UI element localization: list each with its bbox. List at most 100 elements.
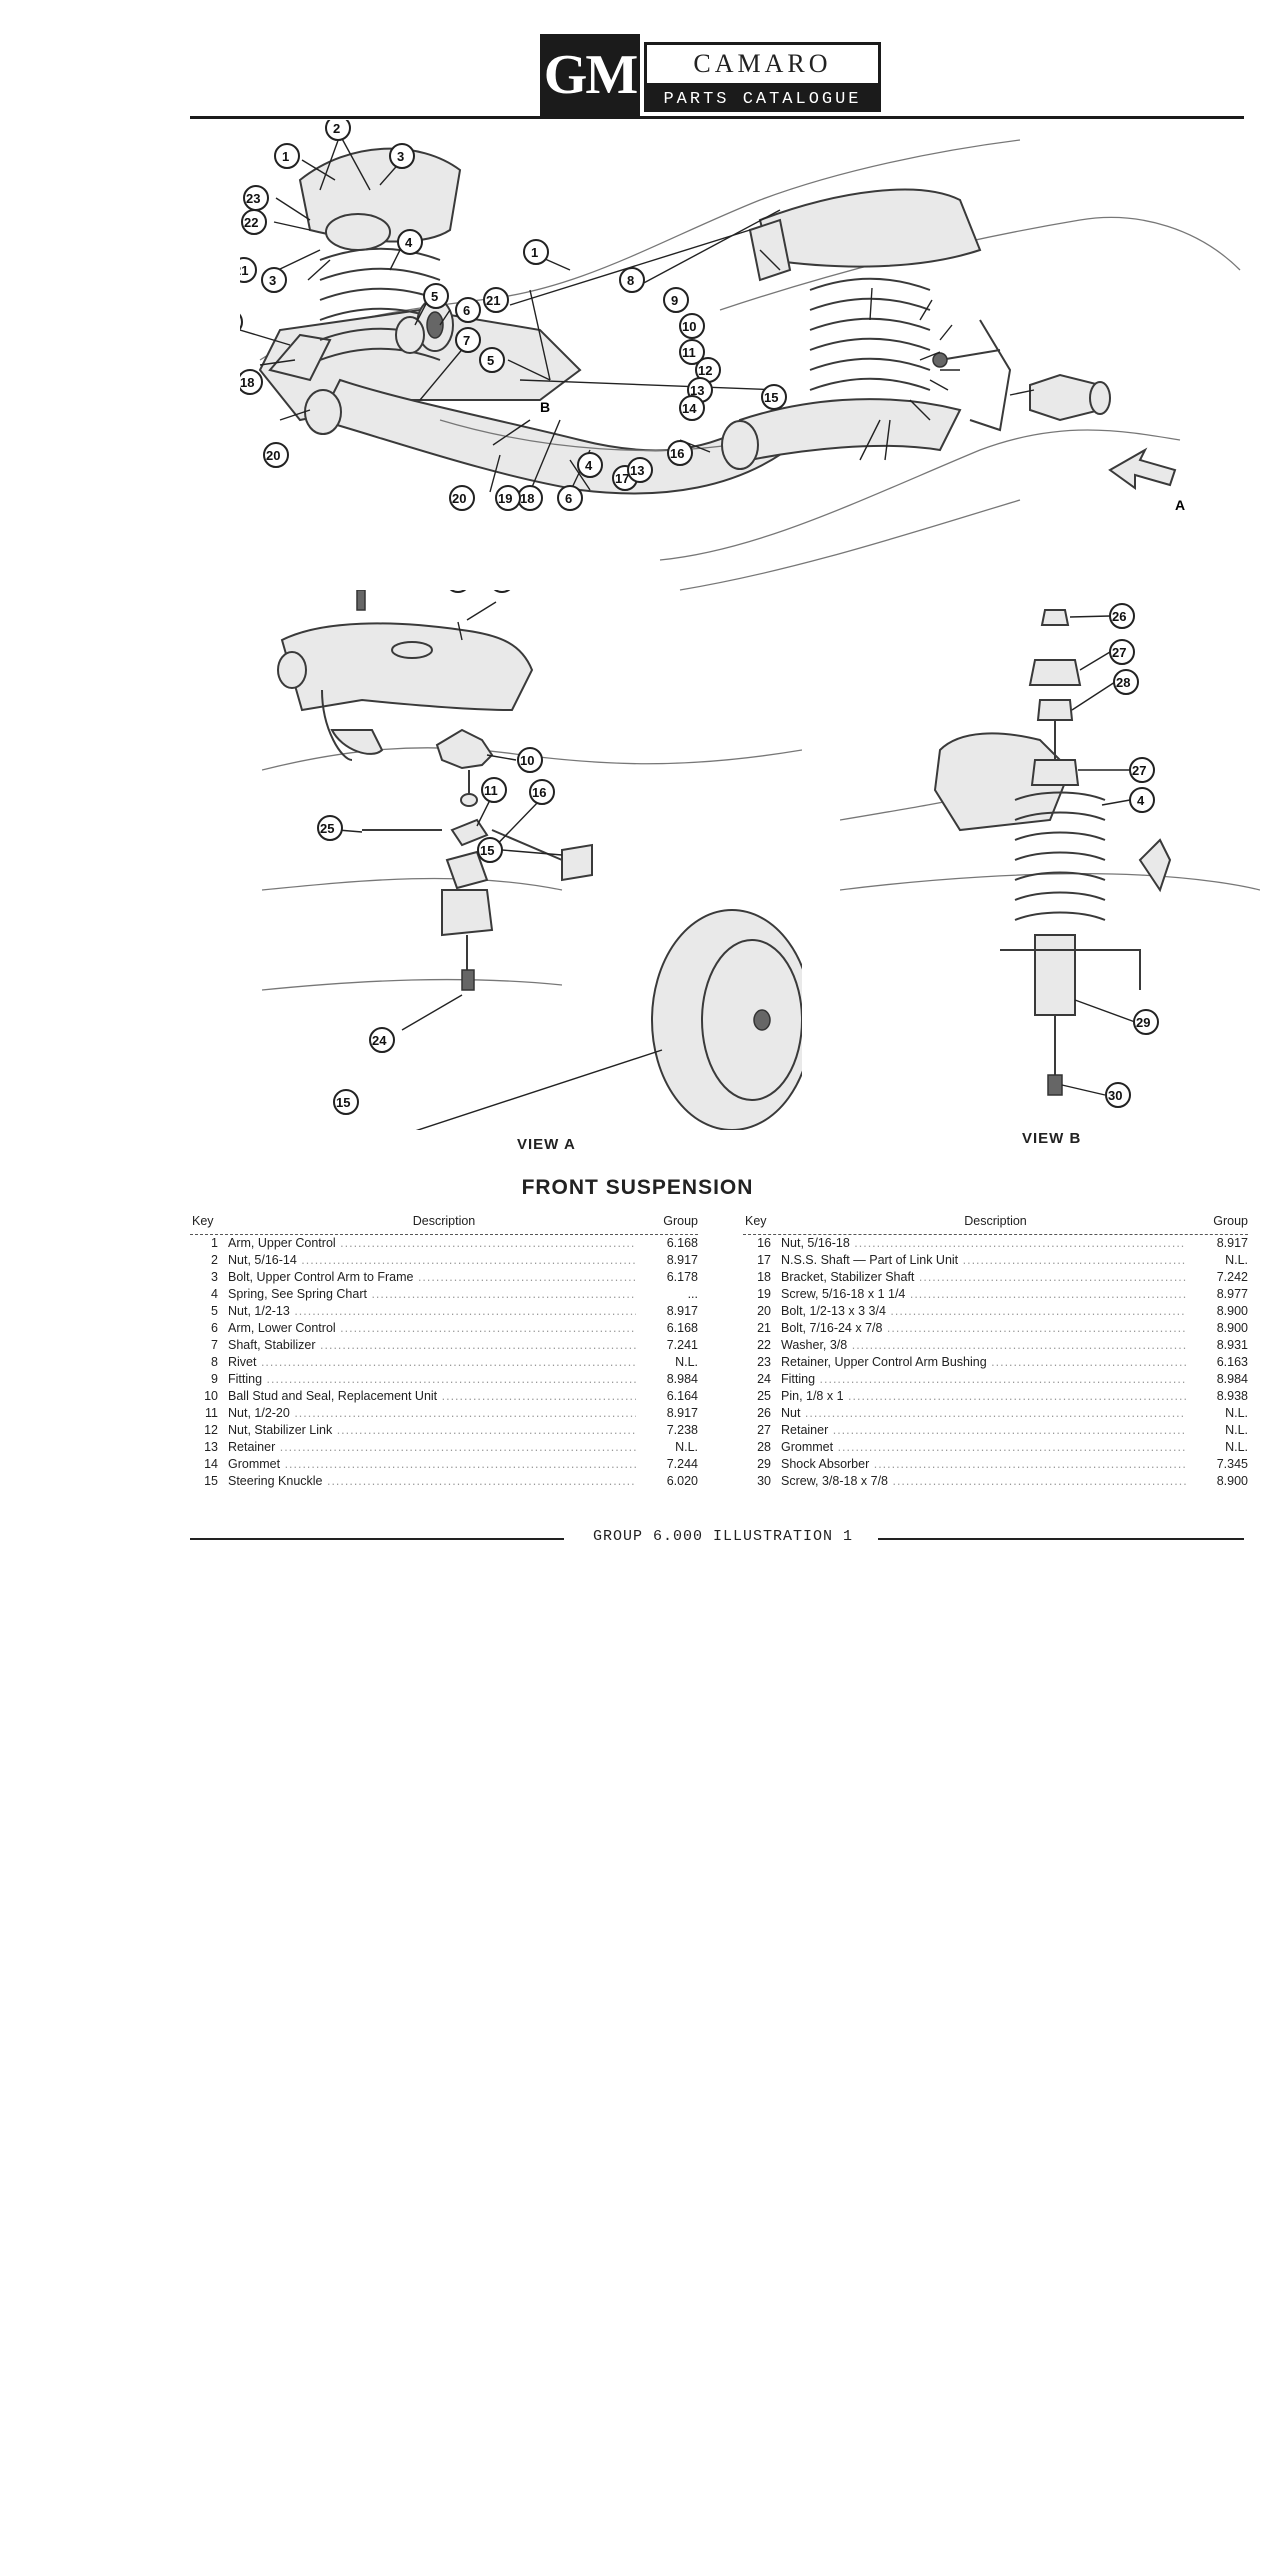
- table-row: 13RetainerN.L.: [190, 1439, 698, 1456]
- model-name: CAMARO: [644, 42, 881, 86]
- part-key: 23: [757, 1355, 771, 1369]
- part-description: Fitting: [781, 1371, 1186, 1388]
- part-description: Steering Knuckle: [228, 1473, 636, 1490]
- part-key: 5: [211, 1304, 218, 1318]
- table-row: 14Grommet7.244: [190, 1456, 698, 1473]
- part-group: 6.178: [666, 1270, 698, 1284]
- part-key: 27: [757, 1423, 771, 1437]
- description-header: Description: [412, 1214, 476, 1228]
- part-key: 10: [204, 1389, 218, 1403]
- svg-text:4: 4: [585, 458, 593, 473]
- part-key: 18: [757, 1270, 771, 1284]
- part-description: Retainer, Upper Control Arm Bushing: [781, 1354, 1186, 1371]
- svg-text:4: 4: [405, 235, 413, 250]
- svg-text:9: 9: [671, 293, 678, 308]
- view-a-illustration: 1 24 10 11 16 25 15 24 15: [262, 590, 802, 1130]
- svg-text:11: 11: [682, 345, 696, 360]
- svg-text:3: 3: [397, 149, 404, 164]
- part-description: Grommet: [228, 1456, 636, 1473]
- svg-text:23: 23: [246, 191, 260, 206]
- part-group: 8.938: [1216, 1389, 1248, 1403]
- svg-text:20: 20: [452, 491, 466, 506]
- part-key: 7: [211, 1338, 218, 1352]
- svg-text:13: 13: [690, 383, 704, 398]
- table-row: 24Fitting8.984: [743, 1371, 1248, 1388]
- part-group: 8.917: [666, 1304, 698, 1318]
- part-group: 8.917: [1216, 1236, 1248, 1250]
- svg-text:29: 29: [1136, 1015, 1150, 1030]
- part-description: Nut, 1/2-20: [228, 1405, 636, 1422]
- svg-text:3: 3: [269, 273, 276, 288]
- part-key: 2: [211, 1253, 218, 1267]
- part-group: ...: [687, 1287, 698, 1301]
- part-key: 24: [757, 1372, 771, 1386]
- part-description: Bracket, Stabilizer Shaft: [781, 1269, 1186, 1286]
- part-description: Arm, Lower Control: [228, 1320, 636, 1337]
- part-description: Fitting: [228, 1371, 636, 1388]
- svg-text:10: 10: [682, 319, 696, 334]
- svg-text:21: 21: [240, 263, 248, 278]
- part-key: 30: [757, 1474, 771, 1488]
- part-group: 7.345: [1216, 1457, 1248, 1471]
- svg-text:26: 26: [1112, 609, 1126, 624]
- table-row: 28GrommetN.L.: [743, 1439, 1248, 1456]
- svg-text:20: 20: [266, 448, 280, 463]
- part-key: 17: [757, 1253, 771, 1267]
- svg-text:6: 6: [565, 491, 572, 506]
- svg-text:5: 5: [431, 289, 438, 304]
- part-group: 8.900: [1216, 1474, 1248, 1488]
- part-description: Arm, Upper Control: [228, 1235, 636, 1252]
- footer-rule-left: [190, 1538, 564, 1540]
- arrow-label-b: B: [540, 399, 550, 415]
- part-group: 7.238: [666, 1423, 698, 1437]
- part-key: 29: [757, 1457, 771, 1471]
- svg-text:25: 25: [320, 821, 334, 836]
- part-key: 19: [757, 1287, 771, 1301]
- svg-text:18: 18: [240, 375, 254, 390]
- svg-text:15: 15: [480, 843, 494, 858]
- part-group: 8.977: [1216, 1287, 1248, 1301]
- svg-text:2: 2: [333, 121, 340, 136]
- part-group: 8.900: [1216, 1321, 1248, 1335]
- part-description: Nut, Stabilizer Link: [228, 1422, 636, 1439]
- svg-text:19: 19: [498, 491, 512, 506]
- part-key: 1: [211, 1236, 218, 1250]
- title-box: CAMARO PARTS CATALOGUE: [644, 34, 885, 116]
- part-description: Shock Absorber: [781, 1456, 1186, 1473]
- table-row: 8RivetN.L.: [190, 1354, 698, 1371]
- part-key: 4: [211, 1287, 218, 1301]
- section-title: FRONT SUSPENSION: [521, 1176, 754, 1199]
- part-description: Bolt, 7/16-24 x 7/8: [781, 1320, 1186, 1337]
- part-description: Grommet: [781, 1439, 1186, 1456]
- part-group: N.L.: [1225, 1253, 1248, 1267]
- svg-text:4: 4: [1137, 793, 1145, 808]
- part-key: 13: [204, 1440, 218, 1454]
- svg-text:27: 27: [1132, 763, 1146, 778]
- part-group: N.L.: [675, 1440, 698, 1454]
- part-group: 6.168: [666, 1236, 698, 1250]
- svg-text:14: 14: [682, 401, 697, 416]
- part-description: Washer, 3/8: [781, 1337, 1186, 1354]
- svg-text:5: 5: [487, 353, 494, 368]
- catalogue-label: PARTS CATALOGUE: [644, 86, 881, 112]
- part-group: 7.244: [666, 1457, 698, 1471]
- part-description: Bolt, 1/2-13 x 3 3/4: [781, 1303, 1186, 1320]
- arrow-label-a: A: [1175, 497, 1185, 513]
- part-key: 26: [757, 1406, 771, 1420]
- part-description: Bolt, Upper Control Arm to Frame: [228, 1269, 636, 1286]
- part-description: Retainer: [781, 1422, 1186, 1439]
- part-group: N.L.: [1225, 1406, 1248, 1420]
- svg-text:21: 21: [486, 293, 500, 308]
